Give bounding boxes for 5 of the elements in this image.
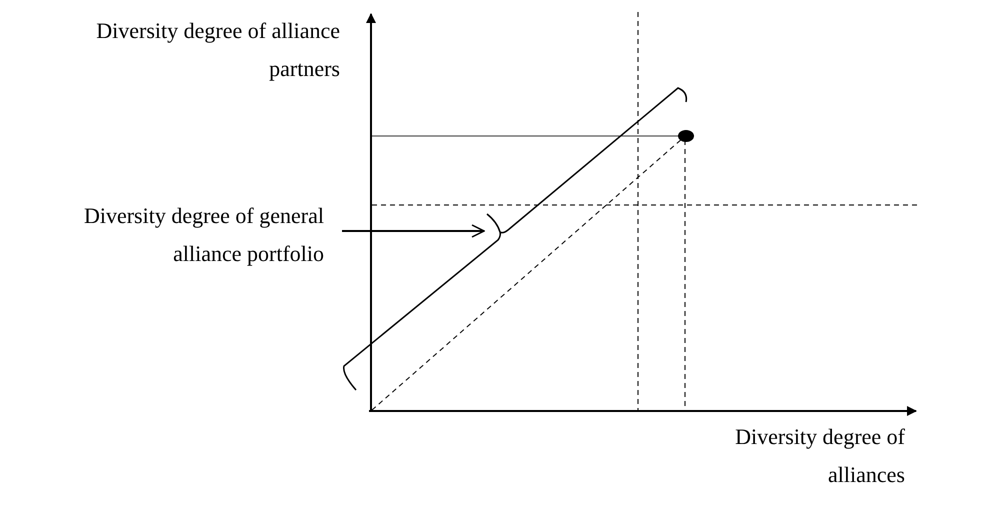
bracket [343,87,688,391]
annotation-text: Diversity degree of general alliance portfolio [24,197,324,273]
leader-arrow [342,224,485,238]
axis-label: Diversity degree of alliance partners [95,17,340,83]
axis-label: Diversity degree of alliances [734,423,905,489]
